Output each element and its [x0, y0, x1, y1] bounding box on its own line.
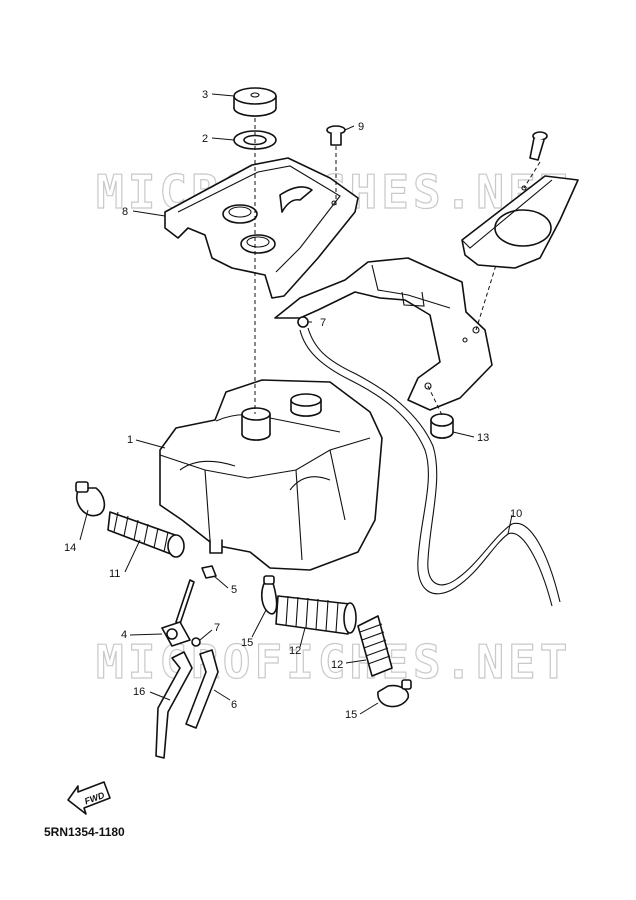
- boot-12-lower: [357, 615, 393, 677]
- callout-15-upper: 15: [241, 637, 253, 649]
- callout-3: 3: [202, 89, 208, 101]
- callout-13: 13: [477, 432, 489, 444]
- tank-cover: [164, 157, 359, 299]
- callout-9: 9: [358, 121, 364, 133]
- callout-1: 1: [127, 434, 133, 446]
- breather-hose-inner: [307, 327, 561, 603]
- fitting-5: [201, 565, 217, 579]
- bolt-top-right: [529, 131, 548, 161]
- callout-8: 8: [122, 206, 128, 218]
- bracket-stay: [461, 175, 579, 269]
- callout-10: 10: [510, 508, 522, 520]
- fuel-cap: [233, 87, 277, 117]
- callout-14: 14: [64, 542, 76, 554]
- fuel-tank: [159, 379, 383, 571]
- hose-clamp-15-lower: [377, 679, 412, 708]
- fuel-hose-6: [185, 649, 219, 729]
- forward-arrow-icon: FWD: [67, 781, 111, 815]
- callout-11: 11: [109, 568, 120, 580]
- hose-16: [155, 651, 193, 759]
- bolt-9: [326, 125, 346, 146]
- callout-6: 6: [231, 699, 237, 711]
- callout-16: 16: [133, 686, 145, 698]
- clip-upper: [297, 316, 309, 328]
- boot-11: [107, 511, 185, 558]
- callout-7-lower: 7: [214, 622, 220, 634]
- callout-4: 4: [121, 629, 127, 641]
- leader-lines: [79, 93, 513, 715]
- callout-2: 2: [202, 133, 208, 145]
- fuel-cock: [161, 579, 195, 647]
- diagram-code: 5RN1354-1180: [44, 825, 125, 839]
- tank-bracket: [274, 257, 493, 411]
- damper-13: [430, 413, 454, 439]
- callout-5: 5: [231, 584, 237, 596]
- callout-15-lower: 15: [345, 709, 357, 721]
- callout-12-upper: 12: [289, 645, 301, 657]
- callout-7-upper: 7: [320, 317, 326, 329]
- clip-lower: [191, 637, 201, 647]
- callout-12-lower: 12: [331, 659, 343, 671]
- boot-12-upper: [275, 595, 357, 635]
- hose-clamp-15-upper: [260, 575, 278, 615]
- hose-clamp-14: [75, 481, 106, 517]
